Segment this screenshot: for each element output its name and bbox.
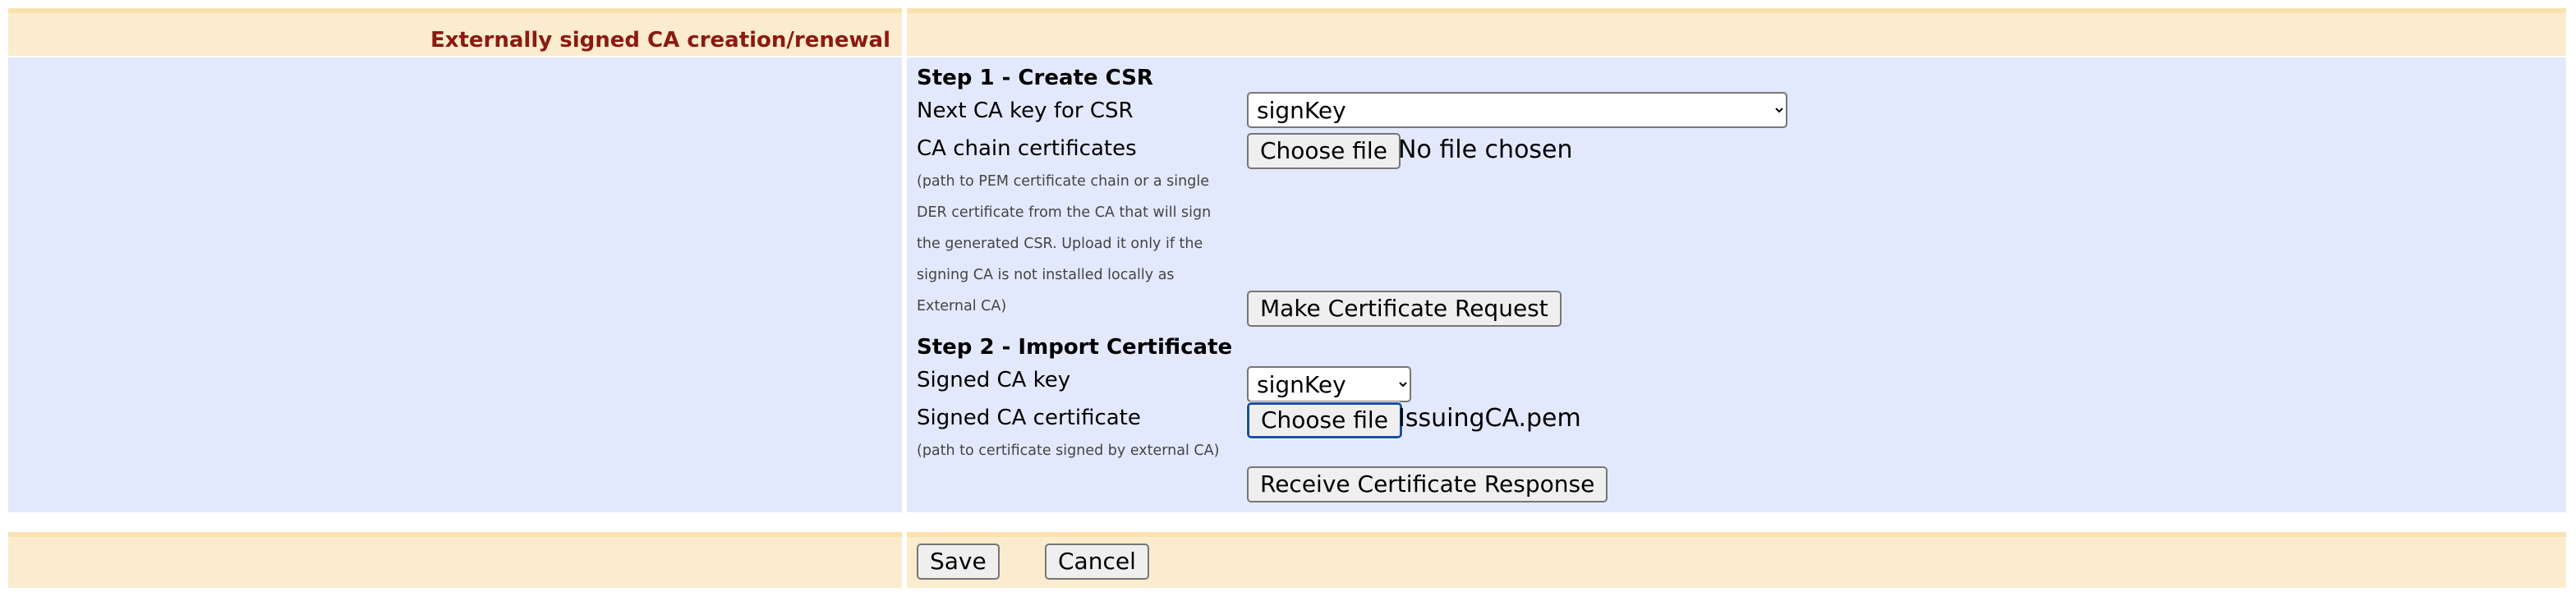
signed-cert-file-name: IssuingCA.pem [1398, 404, 1581, 433]
footer-right-cell: Save Cancel [907, 532, 2566, 588]
next-ca-key-select[interactable]: signKey [1247, 92, 1787, 128]
step1-heading: Step 1 - Create CSR [917, 66, 1153, 90]
header-right-cell [907, 8, 2566, 56]
make-certificate-request-button[interactable]: Make Certificate Request [1247, 291, 1562, 327]
ca-chain-help-text: (path to PEM certificate chain or a sing… [917, 173, 1212, 314]
signed-cert-choose-file-button[interactable]: Choose file [1246, 401, 1403, 439]
step2-heading: Step 2 - Import Certificate [917, 335, 1233, 360]
form-footer-row: Save Cancel [8, 532, 2566, 588]
signed-ca-key-label: Signed CA key [917, 368, 1071, 392]
next-ca-key-label: Next CA key for CSR [917, 99, 1134, 123]
cancel-button[interactable]: Cancel [1045, 544, 1149, 580]
section-title: Externally signed CA creation/renewal [430, 28, 890, 53]
header-left-cell: Externally signed CA creation/renewal [8, 8, 902, 56]
form-body-row: Step 1 - Create CSR Next CA key for CSR … [8, 57, 2566, 512]
signed-cert-help-text: (path to certificate signed by external … [917, 443, 1220, 459]
receive-certificate-response-button[interactable]: Receive Certificate Response [1247, 466, 1608, 502]
ca-chain-file-status: No file chosen [1398, 135, 1573, 164]
ca-chain-label: CA chain certificates [917, 136, 1137, 161]
signed-ca-key-select[interactable]: signKey [1247, 366, 1411, 402]
footer-left-cell [8, 532, 902, 588]
signed-ca-certificate-label: Signed CA certificate [917, 406, 1141, 430]
ca-chain-choose-file-button[interactable]: Choose file [1247, 133, 1401, 169]
form-right-cell: Step 1 - Create CSR Next CA key for CSR … [907, 57, 2566, 512]
form-left-cell [8, 57, 902, 512]
section-header-row: Externally signed CA creation/renewal [8, 8, 2566, 56]
save-button[interactable]: Save [917, 544, 1000, 580]
